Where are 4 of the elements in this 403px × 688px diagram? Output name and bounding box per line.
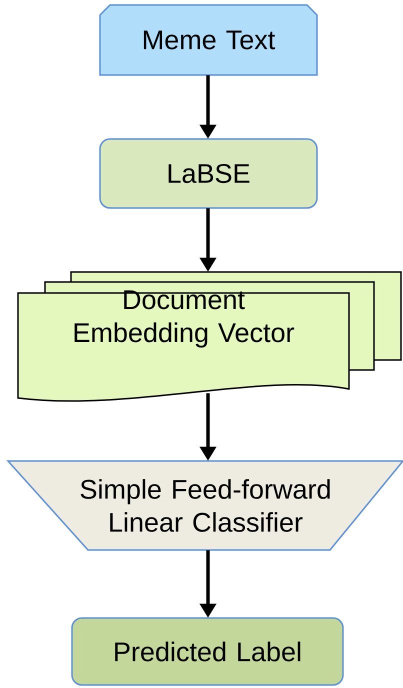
process-box: LaBSE (99, 138, 318, 209)
input-box: Meme Text (99, 4, 318, 76)
document-stack: Document Embedding Vector (17, 271, 402, 402)
output-box: Predicted Label (71, 617, 344, 686)
